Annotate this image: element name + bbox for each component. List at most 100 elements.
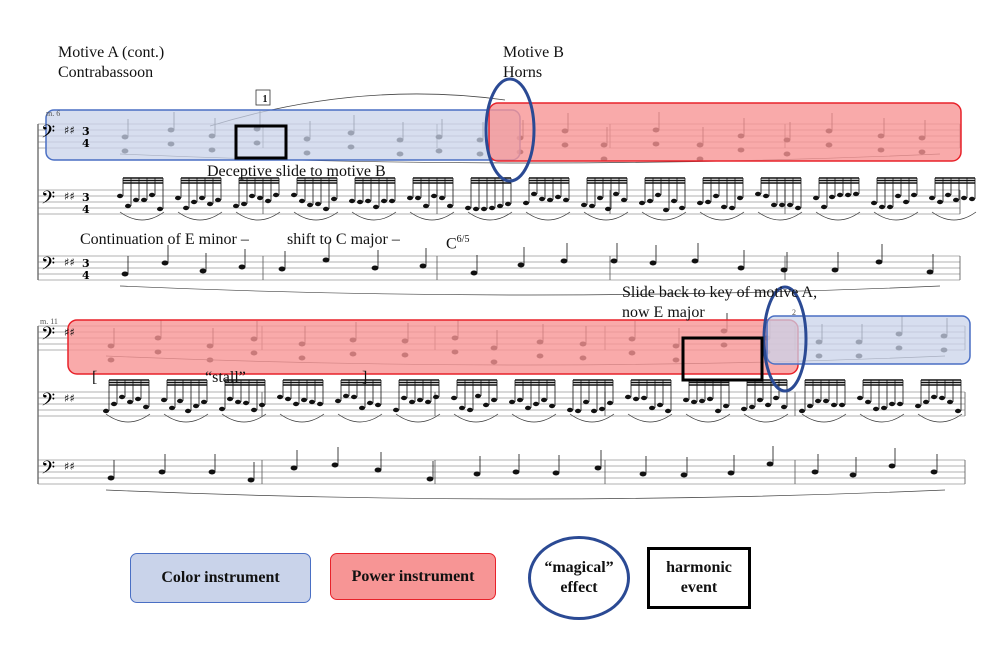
motive-b-label: Motive B <box>503 44 564 61</box>
legend-harmonic-line1: harmonic <box>666 559 732 576</box>
note-head <box>641 395 647 401</box>
note-head <box>930 469 938 475</box>
rehearsal-box-1 <box>255 89 271 106</box>
note-head <box>755 191 761 197</box>
note-head <box>823 398 829 404</box>
slur <box>583 211 629 221</box>
note-head <box>367 400 373 406</box>
note-head <box>591 408 597 414</box>
note-head <box>323 206 329 212</box>
note-head <box>407 195 413 201</box>
note-head <box>497 203 503 209</box>
note-head <box>955 408 961 414</box>
magical-effect-ring-1 <box>484 77 536 183</box>
measure-number-6: m. 6 <box>46 109 61 118</box>
note-head <box>470 270 478 276</box>
note-head <box>351 394 357 400</box>
note-head <box>871 200 877 206</box>
note-head <box>149 192 155 198</box>
note-head <box>799 408 805 414</box>
slur <box>279 413 325 423</box>
note-head <box>961 195 967 201</box>
note-head <box>837 192 843 198</box>
note-head <box>911 192 917 198</box>
note-head <box>583 399 589 405</box>
note-head <box>737 265 745 271</box>
note-head <box>811 469 819 475</box>
note-head <box>103 408 109 414</box>
note-head <box>235 399 241 405</box>
note-head <box>705 199 711 205</box>
note-head <box>539 196 545 202</box>
e-major-label: now E major <box>622 304 705 321</box>
note-head <box>594 465 602 471</box>
note-head <box>889 401 895 407</box>
note-head <box>125 203 131 209</box>
note-head <box>161 260 169 266</box>
chord-label: C6/5 <box>446 230 469 253</box>
note-head <box>779 202 785 208</box>
slur <box>931 211 977 221</box>
note-head <box>683 397 689 403</box>
note-head <box>401 395 407 401</box>
note-head <box>259 402 265 408</box>
note-head <box>309 399 315 405</box>
note-head <box>857 395 863 401</box>
note-head <box>839 402 845 408</box>
note-head <box>467 407 473 413</box>
slur <box>757 211 803 221</box>
note-head <box>473 471 481 477</box>
bass-clef-icon: 𝄢 <box>41 390 55 415</box>
note-head <box>512 469 520 475</box>
note-head <box>233 203 239 209</box>
note-head <box>481 206 487 212</box>
note-head <box>219 406 225 412</box>
note-head <box>581 202 587 208</box>
slur <box>337 413 383 423</box>
note-head <box>491 397 497 403</box>
note-head <box>143 404 149 410</box>
note-head <box>483 402 489 408</box>
note-head <box>315 201 321 207</box>
note-head <box>117 193 123 199</box>
note-head <box>621 197 627 203</box>
legend-color-instrument: Color instrument <box>130 553 311 603</box>
note-head <box>307 202 313 208</box>
note-head <box>409 399 415 405</box>
time-signature: 4 <box>82 137 90 150</box>
note-head <box>875 259 883 265</box>
slur <box>177 211 223 221</box>
bass-clef-icon: 𝄢 <box>41 122 55 147</box>
note-head <box>555 194 561 200</box>
note-head <box>475 393 481 399</box>
legend-magical-line2: effect <box>560 579 598 596</box>
slur <box>511 413 557 423</box>
stall-label: “stall” <box>205 369 246 386</box>
note-head <box>547 197 553 203</box>
note-head <box>426 476 434 482</box>
note-head <box>813 195 819 201</box>
time-signature: 3 <box>82 257 90 270</box>
note-head <box>127 399 133 405</box>
note-head <box>419 263 427 269</box>
note-head <box>771 202 777 208</box>
note-head <box>505 201 511 207</box>
note-head <box>107 475 115 481</box>
note-head <box>301 397 307 403</box>
legend-magical-line1: “magical” <box>544 559 614 576</box>
note-head <box>121 271 129 277</box>
note-head <box>393 407 399 413</box>
note-head <box>929 195 935 201</box>
note-head <box>737 195 743 201</box>
note-head <box>489 205 495 211</box>
note-head <box>371 265 379 271</box>
note-head <box>903 199 909 205</box>
note-head <box>647 198 653 204</box>
note-head <box>251 407 257 413</box>
note-head <box>888 463 896 469</box>
note-head <box>158 469 166 475</box>
bass-clef-icon: 𝄢 <box>41 254 55 279</box>
horns-label: Horns <box>503 64 543 81</box>
slur <box>917 413 963 423</box>
key-signature-sharps: ♯♯ <box>64 124 75 137</box>
